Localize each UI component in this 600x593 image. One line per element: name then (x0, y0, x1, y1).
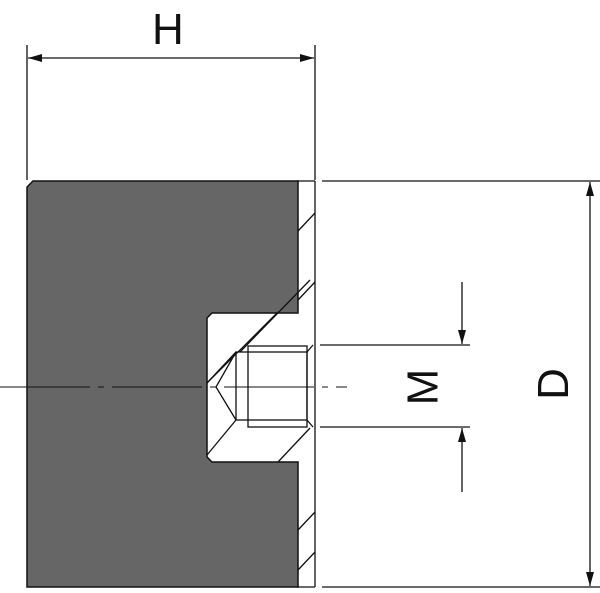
dimension-d (322, 180, 600, 588)
rubber-body (26, 180, 299, 588)
label-h: H (152, 5, 184, 54)
dimension-m (320, 282, 470, 492)
label-m: M (398, 368, 448, 406)
label-d: D (528, 368, 578, 400)
dimension-h (26, 45, 316, 180)
